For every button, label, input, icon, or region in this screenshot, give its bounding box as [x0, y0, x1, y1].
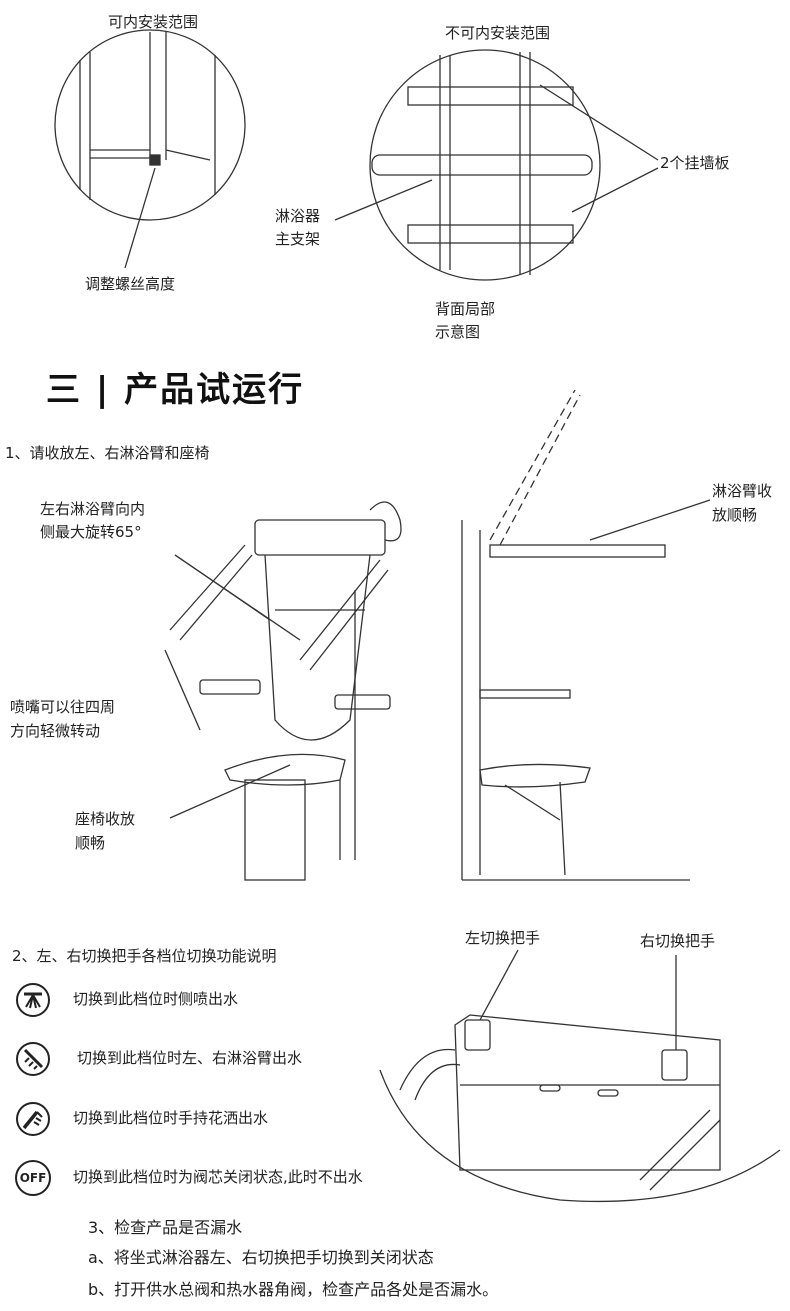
step1-heading: 1、请收放左、右淋浴臂和座椅 [5, 444, 210, 462]
no-install-range-caption: 不可内安装范围 [445, 24, 551, 42]
seat-line1: 座椅收放 [75, 810, 136, 828]
wall-plates-callout: 2个挂墙板 [660, 154, 730, 172]
step3-heading: 3、检查产品是否漏水 [88, 1218, 243, 1237]
switch-handle-closeup-diagram [379, 949, 781, 1203]
step3-item-b: b、打开供水总阀和热水器角阀，检查产品各处是否漏水。 [88, 1280, 499, 1299]
step2-heading: 2、左、右切换把手各档位切换功能说明 [12, 947, 277, 965]
left-handle-label: 左切换把手 [465, 929, 541, 947]
shower-arm-icon [16, 1042, 50, 1076]
nozzle-line2: 方向轻微转动 [10, 722, 101, 740]
chair-side-diagram [461, 389, 711, 881]
main-frame-callout-line1: 淋浴器 [275, 207, 321, 225]
mode-side-spray-text: 切换到此档位时侧喷出水 [73, 990, 239, 1008]
nozzle-line1: 喷嘴可以往四周 [10, 698, 116, 716]
mode-hand-shower-text: 切换到此档位时手持花洒出水 [73, 1109, 269, 1127]
off-icon: OFF [15, 1160, 51, 1196]
chair-front-diagram [164, 501, 402, 881]
install-range-detail-diagram [54, 29, 246, 269]
back-view-note-line2: 示意图 [435, 323, 481, 341]
seat-line2: 顺畅 [75, 834, 106, 852]
mode-shower-arm-text: 切换到此档位时左、右淋浴臂出水 [77, 1049, 303, 1067]
back-view-detail-diagram [334, 49, 659, 281]
main-frame-callout-line2: 主支架 [275, 230, 321, 248]
mode-off-text: 切换到此档位时为阀芯关闭状态,此时不出水 [73, 1168, 363, 1186]
step3-item-a: a、将坐式淋浴器左、右切换把手切换到关闭状态 [88, 1248, 434, 1267]
side-spray-icon [16, 983, 50, 1017]
arm-fold-line2: 放顺畅 [712, 506, 758, 524]
install-range-caption: 可内安装范围 [108, 13, 199, 31]
arm-fold-line1: 淋浴臂收 [712, 482, 773, 500]
adjust-screw-callout: 调整螺丝高度 [85, 275, 176, 293]
arm-rotation-line1: 左右淋浴臂向内 [40, 500, 146, 518]
section-title: 三 | 产品试运行 [46, 370, 305, 410]
arm-rotation-line2: 侧最大旋转65° [40, 523, 142, 541]
back-view-note-line1: 背面局部 [435, 300, 496, 318]
hand-shower-icon [16, 1102, 50, 1136]
right-handle-label: 右切换把手 [640, 932, 716, 950]
